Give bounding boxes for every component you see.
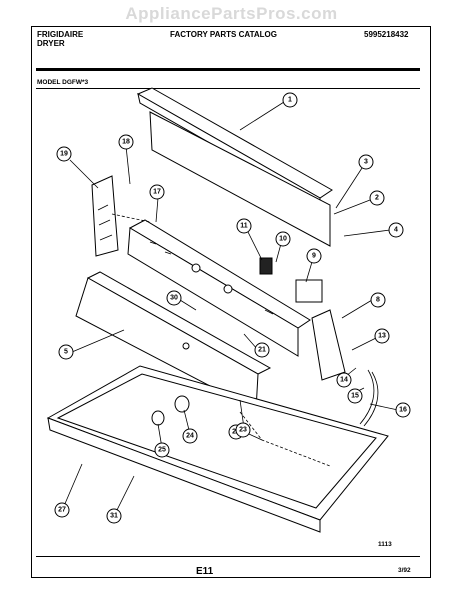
knob-25 <box>151 410 165 426</box>
page-code: E11 <box>196 566 214 577</box>
catalog-part-number: 5995218432 <box>364 30 409 39</box>
callout-11: 11 <box>236 218 252 234</box>
callout-24: 24 <box>182 428 198 444</box>
svg-text:10: 10 <box>279 236 287 243</box>
leader-27 <box>63 463 83 507</box>
leader-8 <box>341 299 373 319</box>
callout-4: 4 <box>388 222 404 238</box>
footer-rule <box>36 556 420 557</box>
revision-date: 3/92 <box>398 567 411 574</box>
watermark: AppliancePartsPros.com <box>125 4 338 23</box>
callout-15: 15 <box>347 388 363 404</box>
brand-line-1: FRIGIDAIRE <box>37 30 84 39</box>
callout-9: 9 <box>306 248 322 264</box>
svg-text:31: 31 <box>110 513 118 520</box>
leader-3 <box>335 167 363 209</box>
control-panel-face <box>127 227 299 357</box>
svg-text:5: 5 <box>64 349 68 356</box>
end-cap-ribs <box>97 204 113 241</box>
callout-30: 30 <box>166 290 182 306</box>
callout-3: 3 <box>358 154 374 170</box>
leader-5 <box>71 329 125 353</box>
callout-18: 18 <box>118 134 134 150</box>
switch-box <box>295 279 323 303</box>
callout-31: 31 <box>106 508 122 524</box>
guide-1 <box>111 213 151 223</box>
svg-text:23: 23 <box>239 427 247 434</box>
svg-text:8: 8 <box>376 297 380 304</box>
brand-line-2: DRYER <box>37 39 65 48</box>
header-rule <box>36 68 420 71</box>
leader-18 <box>125 145 131 185</box>
knob-hole-2 <box>223 284 233 294</box>
svg-text:15: 15 <box>351 393 359 400</box>
back-panel <box>149 111 331 247</box>
leader-30 <box>179 299 197 311</box>
model-rule <box>36 88 420 89</box>
leader-31 <box>115 475 135 513</box>
side-trim <box>311 309 346 381</box>
svg-text:18: 18 <box>122 139 130 146</box>
knob-24 <box>174 395 190 413</box>
callout-16: 16 <box>395 402 411 418</box>
model-label: MODEL DGFW*3 <box>37 79 89 86</box>
svg-text:11: 11 <box>240 223 248 230</box>
leader-17 <box>155 197 159 223</box>
callout-10: 10 <box>275 231 291 247</box>
callout-27: 27 <box>54 502 70 518</box>
svg-text:13: 13 <box>378 333 386 340</box>
end-cap-left <box>91 175 119 257</box>
callout-2: 2 <box>369 190 385 206</box>
svg-text:3: 3 <box>364 159 368 166</box>
knob-hole-1 <box>191 263 201 273</box>
leader-11 <box>245 227 263 261</box>
svg-text:30: 30 <box>170 295 178 302</box>
callout-25: 25 <box>154 442 170 458</box>
callout-1: 1 <box>282 92 298 108</box>
wire-harness <box>359 369 379 427</box>
callout-14: 14 <box>336 372 352 388</box>
leader-13 <box>351 337 377 351</box>
callout-17: 17 <box>149 184 165 200</box>
svg-text:1: 1 <box>288 97 292 104</box>
sheet-number: 1113 <box>378 541 392 548</box>
leader-16 <box>369 403 399 411</box>
cabinet-top-inner <box>56 373 377 509</box>
timer <box>259 257 273 275</box>
panel-marks <box>149 241 274 315</box>
svg-text:4: 4 <box>394 227 398 234</box>
svg-text:9: 9 <box>312 253 316 260</box>
cabinet-front-edge <box>47 417 321 533</box>
callout-19: 19 <box>56 146 72 162</box>
callout-23: 23 <box>235 422 251 438</box>
svg-text:19: 19 <box>60 151 68 158</box>
leader-19 <box>69 159 99 189</box>
svg-text:21: 21 <box>258 347 266 354</box>
leader-1 <box>239 101 285 131</box>
svg-text:24: 24 <box>186 433 194 440</box>
brand-block: FRIGIDAIRE DRYER <box>37 30 83 48</box>
leader-9 <box>305 261 313 283</box>
lid-hole <box>182 342 190 350</box>
callout-8: 8 <box>370 292 386 308</box>
leader-2 <box>333 199 371 215</box>
catalog-title: FACTORY PARTS CATALOG <box>170 30 277 39</box>
leader-4 <box>343 229 391 237</box>
svg-text:27: 27 <box>58 507 66 514</box>
callout-13: 13 <box>374 328 390 344</box>
svg-text:25: 25 <box>158 447 166 454</box>
svg-text:2: 2 <box>375 195 379 202</box>
svg-text:16: 16 <box>399 407 407 414</box>
svg-text:14: 14 <box>340 377 348 384</box>
callout-21: 21 <box>254 342 270 358</box>
svg-text:17: 17 <box>153 189 161 196</box>
callout-5: 5 <box>58 344 74 360</box>
